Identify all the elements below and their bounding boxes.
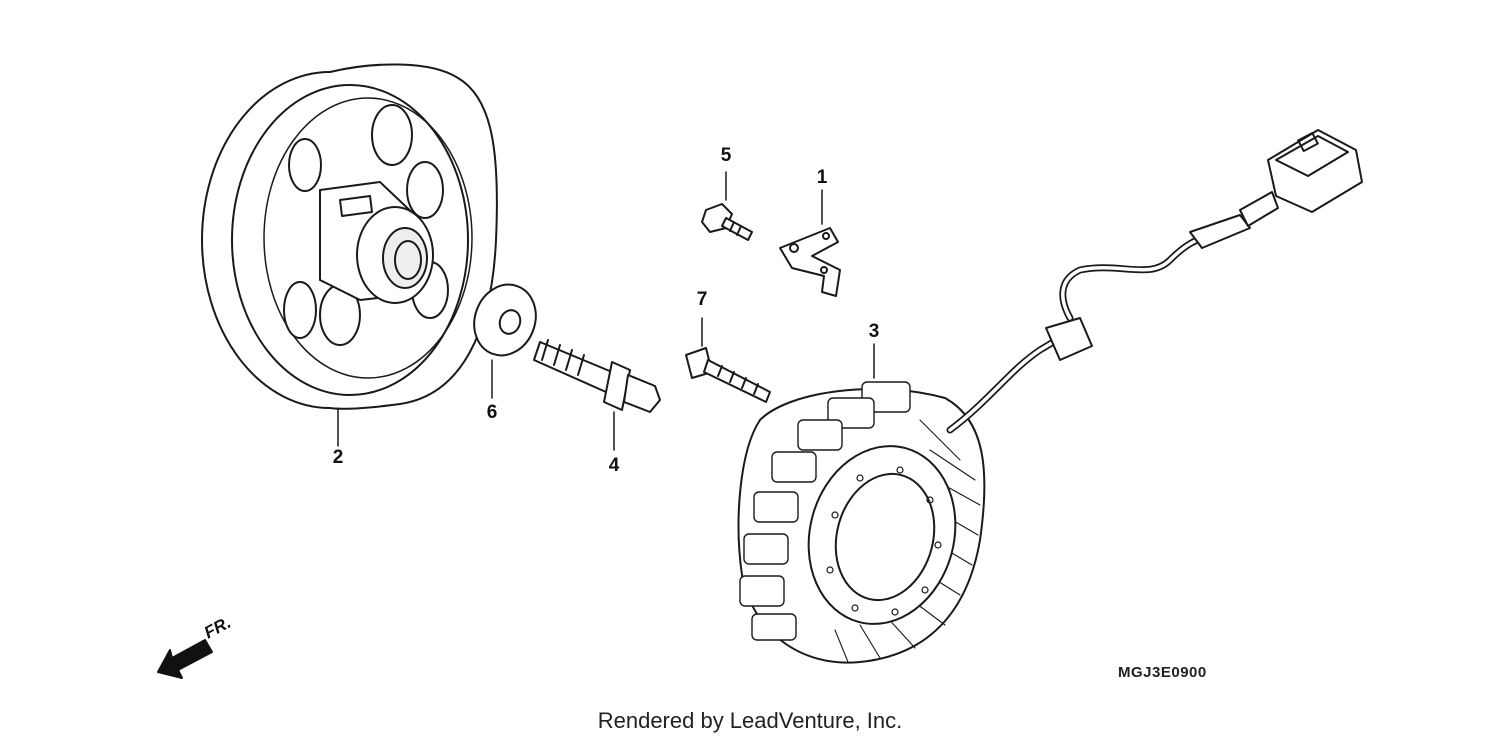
callout-5: 5 (720, 145, 732, 166)
flywheel-part (201, 63, 498, 447)
callout-2: 2 (332, 447, 344, 468)
callout-4: 4 (608, 455, 620, 476)
callout-3: 3 (868, 321, 880, 342)
small-bolt-part (701, 171, 753, 241)
callout-1: 1 (816, 167, 828, 188)
flywheel-bolt-part (533, 339, 661, 451)
render-credit: Rendered by LeadVenture, Inc. (597, 708, 903, 733)
stator-part (737, 129, 1363, 664)
callout-6: 6 (486, 402, 498, 423)
screw-part (685, 317, 771, 403)
callout-7: 7 (696, 289, 708, 310)
diagram-code: MGJ3E0900 (1118, 664, 1207, 681)
bracket-part (779, 189, 841, 297)
washer-part (473, 283, 537, 399)
front-direction-arrow-icon (157, 639, 213, 679)
